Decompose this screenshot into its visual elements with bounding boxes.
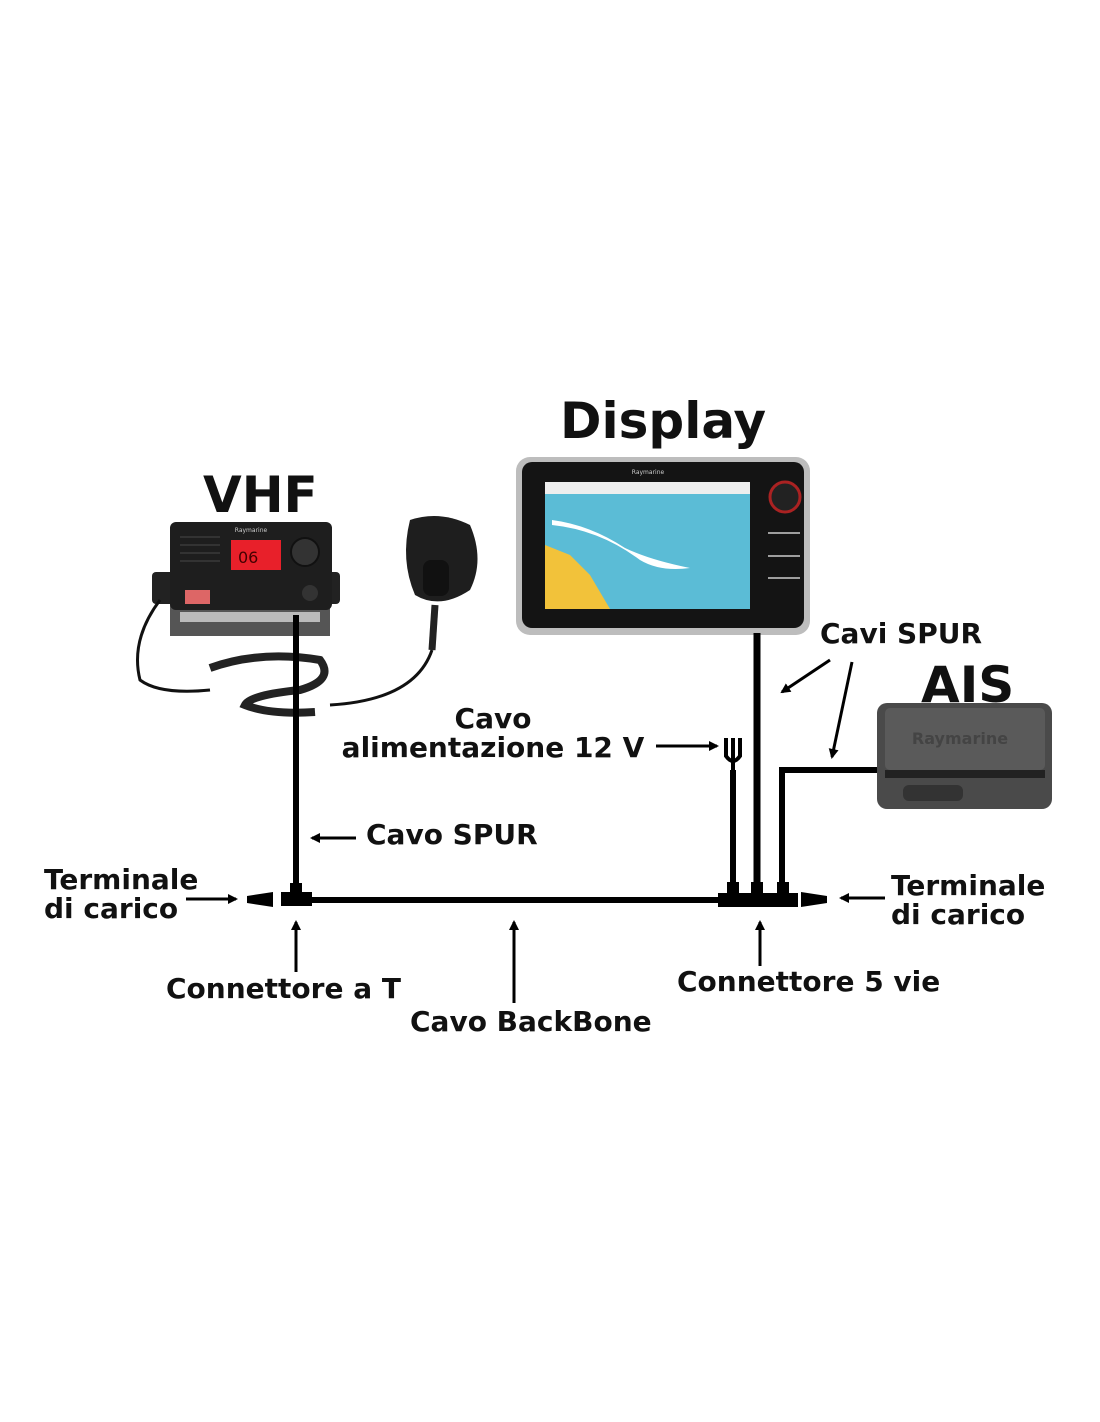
connectors — [247, 882, 827, 907]
vhf-channel: 06 — [238, 548, 258, 567]
five-way-connector-label: Connettore 5 vie — [677, 965, 941, 998]
right-terminal-line2: di carico — [891, 898, 1026, 932]
ais-receiver: Raymarine — [877, 703, 1052, 809]
t-connector-label: Connettore a T — [166, 972, 401, 1005]
power-cable-label-line1: Cavo — [454, 702, 532, 735]
right-terminal-label: Terminale di carico — [891, 871, 1045, 930]
display-title: Display — [560, 392, 767, 450]
backbone-label: Cavo BackBone — [410, 1005, 652, 1038]
vhf-brand: Raymarine — [235, 527, 268, 534]
right-terminal-line1: Terminale — [891, 869, 1046, 902]
left-terminal-line2: di carico — [44, 892, 179, 926]
power-fork-icon — [724, 738, 742, 770]
left-terminal-label: Terminale di carico — [44, 865, 198, 924]
five-way-connector — [718, 893, 798, 907]
vhf-radio: 06 Raymarine — [136, 516, 478, 717]
cables — [293, 615, 877, 903]
t-connector — [281, 892, 312, 906]
display-brand: Raymarine — [632, 469, 665, 476]
cavo-spur-label: Cavo SPUR — [366, 818, 538, 851]
power-cable-label-line2: alimentazione 12 V — [341, 731, 645, 765]
vhf-title: VHF — [203, 466, 318, 524]
power-cable-label: Cavo alimentazione 12 V — [338, 704, 648, 763]
ais-brand: Raymarine — [912, 729, 1008, 748]
arrows — [186, 658, 885, 1003]
display-plotter: Raymarine — [516, 457, 810, 635]
ais-title: AIS — [921, 656, 1015, 714]
left-terminal-line1: Terminale — [44, 863, 199, 896]
left-terminator — [247, 892, 273, 907]
right-terminator — [801, 892, 827, 907]
cavi-spur-label: Cavi SPUR — [820, 617, 983, 650]
